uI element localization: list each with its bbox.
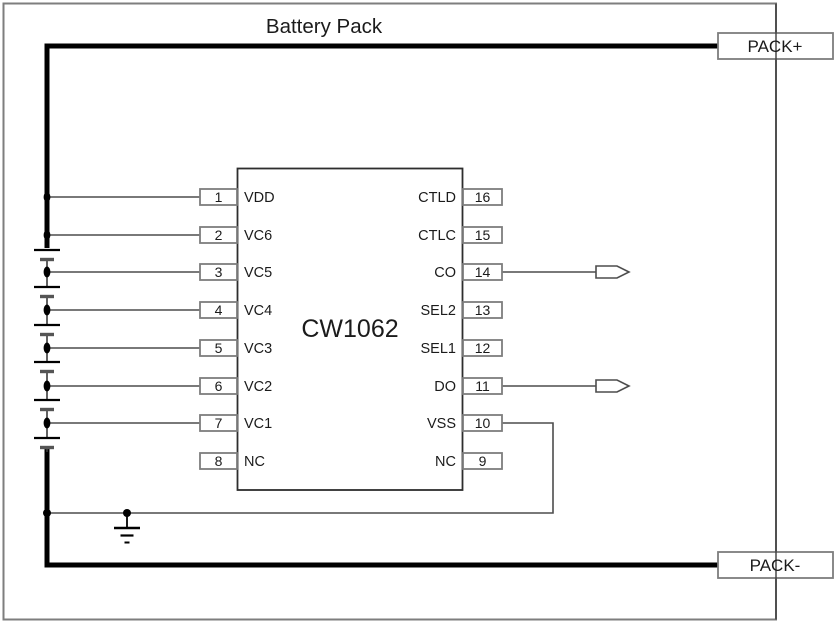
do-output-arrow-icon bbox=[595, 379, 631, 393]
pin-9-nc: 9 NC bbox=[435, 452, 503, 470]
ic-outline bbox=[236, 167, 464, 491]
pin-number-box bbox=[199, 263, 238, 281]
pack-plus-label: PACK+ bbox=[748, 37, 803, 56]
pin-5-vc3: 5 VC3 bbox=[199, 339, 272, 357]
pin-label: CTLD bbox=[418, 190, 456, 206]
pin-label: CTLC bbox=[418, 228, 456, 244]
pin-label: CO bbox=[434, 265, 456, 281]
pin-4-vc4: 4 VC4 bbox=[199, 301, 272, 319]
pin-number: 9 bbox=[479, 453, 487, 469]
ic-part-number: CW1062 bbox=[301, 315, 398, 343]
pin-label: VC3 bbox=[244, 341, 272, 357]
pin-16-ctld: 16 CTLD bbox=[418, 188, 503, 206]
pin-label: VC5 bbox=[244, 265, 272, 281]
pin-number: 5 bbox=[215, 340, 223, 356]
pin-13-sel2: 13 SEL2 bbox=[421, 301, 503, 319]
junction-dot bbox=[43, 342, 51, 354]
pin-label: SEL1 bbox=[421, 341, 456, 357]
pin-label: VC1 bbox=[244, 416, 272, 432]
pin-label: SEL2 bbox=[421, 303, 456, 319]
pin-11-do: 11 DO bbox=[434, 377, 503, 395]
pin-label: DO bbox=[434, 379, 456, 395]
pin-label: VC2 bbox=[244, 379, 272, 395]
battery-cell-2-icon bbox=[34, 285, 60, 299]
pin-label: VSS bbox=[427, 416, 456, 432]
pin-number-box bbox=[199, 452, 238, 470]
battery-cell-1-icon bbox=[34, 248, 60, 262]
pin-number-box bbox=[462, 226, 503, 244]
pin-number-box bbox=[462, 188, 503, 206]
pin-number-box bbox=[462, 301, 503, 319]
battery-cell-5-icon bbox=[34, 398, 60, 412]
pin-10-vss: 10 VSS bbox=[427, 414, 503, 432]
diagram-title: Battery Pack bbox=[266, 15, 383, 38]
pin-6-vc2: 6 VC2 bbox=[199, 377, 272, 395]
ic-cw1062: CW1062 bbox=[236, 167, 464, 491]
pin-number-box bbox=[199, 339, 238, 357]
pin-number-box bbox=[462, 339, 503, 357]
pin-12-sel1: 12 SEL1 bbox=[421, 339, 503, 357]
pin-15-ctlc: 15 CTLC bbox=[418, 226, 503, 244]
pin-label: VC4 bbox=[244, 303, 272, 319]
junction-dot bbox=[43, 380, 51, 392]
pin-number-box bbox=[462, 414, 503, 432]
vss-ground-wire bbox=[47, 422, 554, 514]
pin-number: 10 bbox=[475, 415, 491, 431]
pin-7-vc1: 7 VC1 bbox=[199, 414, 272, 432]
pin-label: VC6 bbox=[244, 228, 272, 244]
pin-number: 1 bbox=[215, 189, 223, 205]
pin-3-vc5: 3 VC5 bbox=[199, 263, 272, 281]
pin-number: 8 bbox=[215, 453, 223, 469]
junction-dot bbox=[43, 304, 51, 316]
pin-label: NC bbox=[435, 454, 456, 470]
junction-dot bbox=[43, 192, 51, 202]
co-output-arrow-icon bbox=[595, 265, 631, 279]
pin-number: 12 bbox=[475, 340, 491, 356]
pin-number: 11 bbox=[475, 378, 490, 394]
pin-8-nc: 8 NC bbox=[199, 452, 265, 470]
pin-number: 2 bbox=[215, 227, 223, 243]
junction-dot bbox=[43, 417, 51, 429]
pin-number: 7 bbox=[215, 415, 223, 431]
junction-dot bbox=[43, 509, 51, 517]
pin-number-box bbox=[462, 452, 503, 470]
junction-dot bbox=[43, 230, 51, 240]
pin-1-vdd: 1 VDD bbox=[199, 188, 275, 206]
pin-number-box bbox=[462, 263, 503, 281]
battery-cell-4-icon bbox=[34, 360, 60, 374]
ground-icon bbox=[114, 513, 140, 544]
pin-number: 16 bbox=[475, 189, 491, 205]
pin-label: VDD bbox=[244, 190, 275, 206]
battery-cell-3-icon bbox=[34, 323, 60, 337]
pack-minus-rail-wire bbox=[44, 448, 718, 568]
junction-dot bbox=[43, 266, 51, 278]
pin-number-box bbox=[199, 226, 238, 244]
pin-2-vc6: 2 VC6 bbox=[199, 226, 272, 244]
pin-label: NC bbox=[244, 454, 265, 470]
pin-number-box bbox=[462, 377, 503, 395]
pin-number-box bbox=[199, 414, 238, 432]
pin-number: 14 bbox=[475, 264, 491, 280]
pin-number: 13 bbox=[475, 302, 491, 318]
pin-number: 6 bbox=[215, 378, 223, 394]
battery-cell-6-icon bbox=[34, 436, 60, 450]
pack-plus-rail-wire bbox=[44, 43, 718, 248]
pack-minus-label: PACK- bbox=[750, 556, 801, 575]
pin-number: 4 bbox=[215, 302, 223, 318]
pin-number-box bbox=[199, 377, 238, 395]
pin-number-box bbox=[199, 188, 238, 206]
pin-number: 3 bbox=[215, 264, 223, 280]
pin-14-co: 14 CO bbox=[434, 263, 503, 281]
pin-number-box bbox=[199, 301, 238, 319]
pin-number: 15 bbox=[475, 227, 491, 243]
